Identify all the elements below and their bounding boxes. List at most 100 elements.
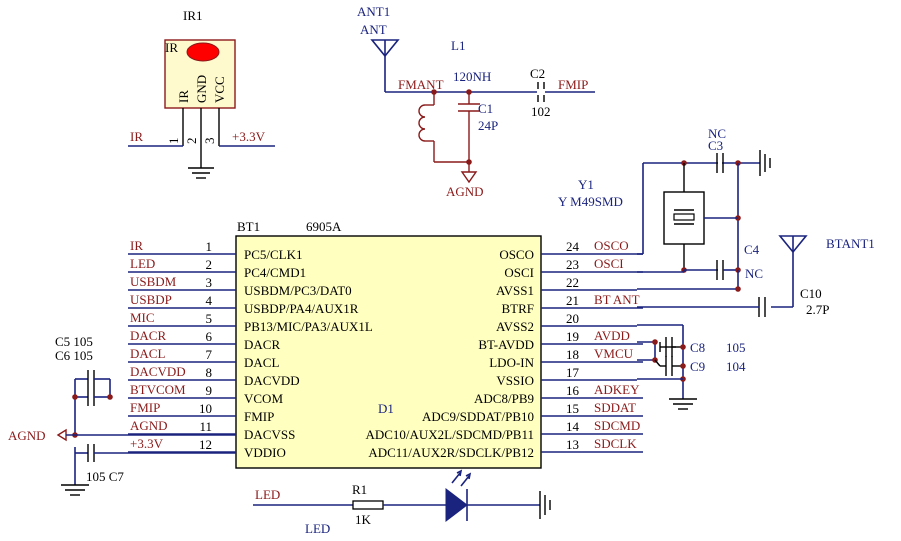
capacitor-c3-icon: [716, 153, 724, 173]
c2-ref: C2: [530, 66, 545, 81]
left-pin-number: 4: [206, 293, 213, 308]
c7-label: 105 C7: [86, 469, 124, 484]
right-pin-name: ADC8/PB9: [474, 391, 534, 406]
ground-icon: [669, 398, 697, 410]
crystal-section: NC C3 Y1 Y M49SMD: [558, 126, 771, 281]
ir-pin-num-2: 2: [184, 138, 199, 145]
right-pin-net-label: ADKEY: [594, 382, 640, 397]
capacitor-c1-icon: [458, 92, 480, 172]
right-pin-net-label: SDDAT: [594, 400, 636, 415]
right-power-network: C8 C9 105 104: [637, 270, 746, 410]
left-pin-name: DACR: [244, 337, 280, 352]
ir-pin-name-1: IR: [176, 90, 191, 103]
left-pin-net-label: FMIP: [130, 400, 160, 415]
left-pin-number: 5: [206, 311, 213, 326]
left-pin-number: 6: [206, 329, 213, 344]
y1-value: Y M49SMD: [558, 194, 623, 209]
right-pin-name: VSSIO: [496, 373, 534, 388]
c1-ref: C1: [478, 101, 493, 116]
left-pin-net-label: DACVDD: [130, 364, 186, 379]
right-pin-number: 13: [566, 437, 579, 452]
agnd-arrow-icon: [460, 171, 478, 184]
bt-antenna-section: BTANT1 C10 2.7P: [758, 235, 875, 317]
left-pin-name: FMIP: [244, 409, 274, 424]
right-pin-number: 23: [566, 257, 579, 272]
c10-ref: C10: [800, 286, 822, 301]
r1-ref: R1: [352, 482, 367, 497]
left-pin-name: VDDIO: [244, 445, 286, 460]
c10-value: 2.7P: [806, 302, 829, 317]
right-pin-number: 22: [566, 275, 579, 290]
right-pin-name: ADC11/AUX2R/SDCLK/PB12: [368, 445, 534, 460]
ir-lens-icon: [186, 42, 220, 62]
left-pin-name: PC4/CMD1: [244, 265, 306, 280]
right-pin-number: 16: [566, 383, 580, 398]
capacitor-c5-icon: [87, 370, 95, 388]
right-pin-net-label: SDCLK: [594, 436, 637, 451]
right-pin-name: AVSS2: [496, 319, 534, 334]
led-net: LED: [255, 487, 280, 502]
capacitor-c9-icon: [660, 356, 683, 376]
left-pin-name: VCOM: [244, 391, 283, 406]
left-pin-name: PB13/MIC/PA3/AUX1L: [244, 319, 373, 334]
right-pin-name: AVSS1: [496, 283, 534, 298]
left-pin-number: 1: [206, 239, 213, 254]
agnd-arrow-icon: [56, 428, 67, 442]
fmant-label: FMANT: [398, 77, 444, 92]
ir-receiver: IR1 IR IR GND VCC 1 2 3 IR +3.3V: [128, 8, 275, 179]
right-pin-number: 15: [566, 401, 579, 416]
ic-body: [235, 235, 542, 469]
right-pin-net-label: OSCO: [594, 238, 629, 253]
right-pin-name: OSCI: [504, 265, 534, 280]
agnd-left-label: AGND: [8, 428, 46, 443]
ir-net-left: IR: [130, 129, 143, 144]
y1-ref: Y1: [578, 177, 594, 192]
c4-value: NC: [745, 266, 763, 281]
left-pin-net-label: +3.3V: [130, 436, 164, 451]
fm-antenna-section: ANT1 ANT FMANT L1 120NH C1 24P AG: [357, 4, 595, 199]
capacitor-c8-icon: [659, 337, 683, 357]
r1-value: 1K: [355, 512, 372, 527]
right-pin-name: BT-AVDD: [478, 337, 534, 352]
fmip-label: FMIP: [558, 77, 588, 92]
left-pin-number: 9: [206, 383, 213, 398]
c8-ref: C8: [690, 340, 705, 355]
left-pin-net-label: LED: [130, 256, 155, 271]
c9-ref: C9: [690, 359, 705, 374]
crystal-icon: [663, 163, 705, 270]
ir-pin-num-1: 1: [166, 138, 181, 145]
ir-lens-label: IR: [165, 40, 178, 55]
c9-value: 104: [726, 359, 746, 374]
left-pin-name: USBDM/PC3/DAT0: [244, 283, 352, 298]
right-pin-name: ADC9/SDDAT/PB10: [422, 409, 534, 424]
agnd-label: AGND: [446, 184, 484, 199]
left-pin-name: USBDP/PA4/AUX1R: [244, 301, 359, 316]
left-pin-net-label: BTVCOM: [130, 382, 186, 397]
led-label: LED: [305, 521, 330, 536]
ir-net-right: +3.3V: [232, 129, 266, 144]
ir-pin-num-3: 3: [202, 138, 217, 145]
right-pin-net-label: OSCI: [594, 256, 624, 271]
right-pin-number: 19: [566, 329, 579, 344]
ground-icon: [188, 167, 214, 179]
left-pin-name: DACVSS: [244, 427, 295, 442]
right-pin-number: 21: [566, 293, 579, 308]
c8-value: 105: [726, 340, 746, 355]
left-pin-number: 2: [206, 257, 213, 272]
c1-value: 24P: [478, 118, 498, 133]
